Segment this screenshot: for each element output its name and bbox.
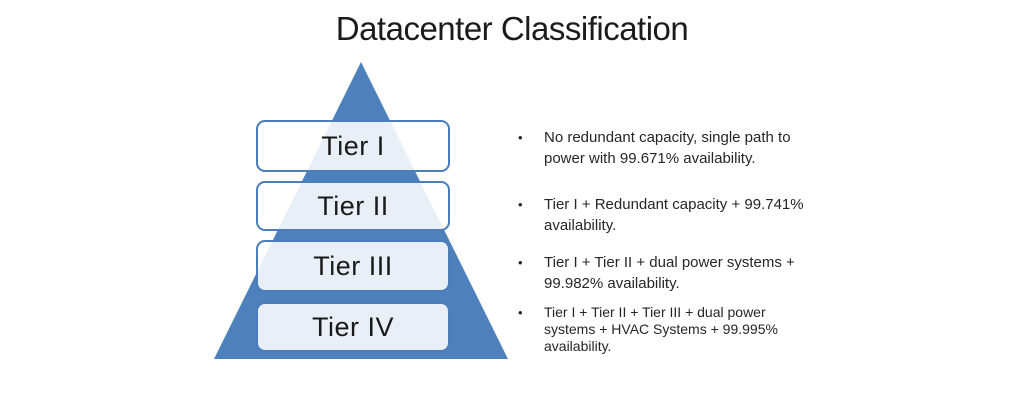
tier-label-1: Tier I bbox=[321, 130, 385, 161]
tier-descriptions-list: • No redundant capacity, single path to … bbox=[516, 127, 836, 355]
list-item-tier-3: • Tier I + Tier II + dual power systems … bbox=[516, 252, 836, 294]
tier-label-4: Tier IV bbox=[311, 311, 394, 342]
bullet-text-tier-3: Tier I + Tier II + dual power systems + … bbox=[544, 254, 795, 292]
bullet-icon: • bbox=[518, 197, 523, 212]
tier-label-2: Tier II bbox=[317, 190, 389, 221]
bullet-text-tier-4: Tier I + Tier II + Tier III + dual power… bbox=[544, 304, 778, 354]
tier-box-1: Tier I bbox=[256, 120, 450, 172]
bullet-icon: • bbox=[518, 255, 523, 270]
tier-box-4: Tier IV bbox=[256, 302, 450, 352]
tier-label-3: Tier III bbox=[313, 250, 393, 281]
page-title: Datacenter Classification bbox=[335, 10, 689, 47]
bullet-icon: • bbox=[518, 305, 523, 320]
bullet-text-tier-1: No redundant capacity, single path to po… bbox=[544, 129, 791, 167]
list-item-tier-2: • Tier I + Redundant capacity + 99.741% … bbox=[516, 194, 836, 236]
tier-box-3: Tier III bbox=[256, 240, 450, 292]
list-item-tier-1: • No redundant capacity, single path to … bbox=[516, 127, 836, 169]
list-item-tier-4: • Tier I + Tier II + Tier III + dual pow… bbox=[516, 304, 836, 355]
bullet-text-tier-2: Tier I + Redundant capacity + 99.741% av… bbox=[544, 196, 804, 234]
pyramid-diagram: Tier I Tier II Tier III Tier IV bbox=[214, 62, 508, 359]
bullet-icon: • bbox=[518, 130, 523, 145]
tier-box-2: Tier II bbox=[256, 181, 450, 231]
